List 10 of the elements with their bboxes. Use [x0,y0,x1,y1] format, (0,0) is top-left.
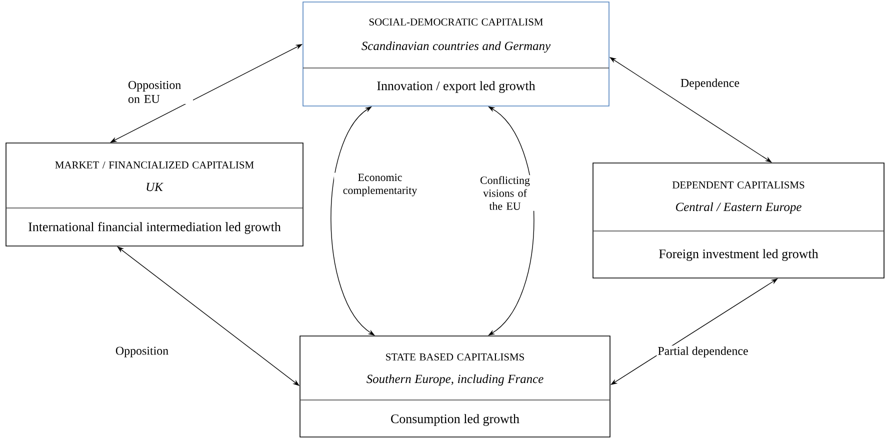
regime-box: DEPENDENT CAPITALISMS Central / Eastern Europe Foreign investment led growth [592,162,884,278]
edge-label: Opposition [114,346,170,358]
regime-box: STATE BASED CAPITALISMS Southern Europe, including France Consumption led growth [300,336,610,438]
regime-box: SOCIAL-DEMOCRATIC CAPITALISM Scandinavian countries and Germany Innovation / export led growth [302,2,610,106]
edge-label: Opposition on EU [127,80,193,104]
edge-label: Conflicting visions of the EU [469,175,541,211]
edge-label: Dependence [679,78,741,90]
regime-box: MARKET / FINANCIALIZED CAPITALISM UK International financial intermediation led growth [6,142,304,246]
edge-label: Partial dependence [656,346,750,358]
edge-label: Economic complementarity [334,172,426,198]
